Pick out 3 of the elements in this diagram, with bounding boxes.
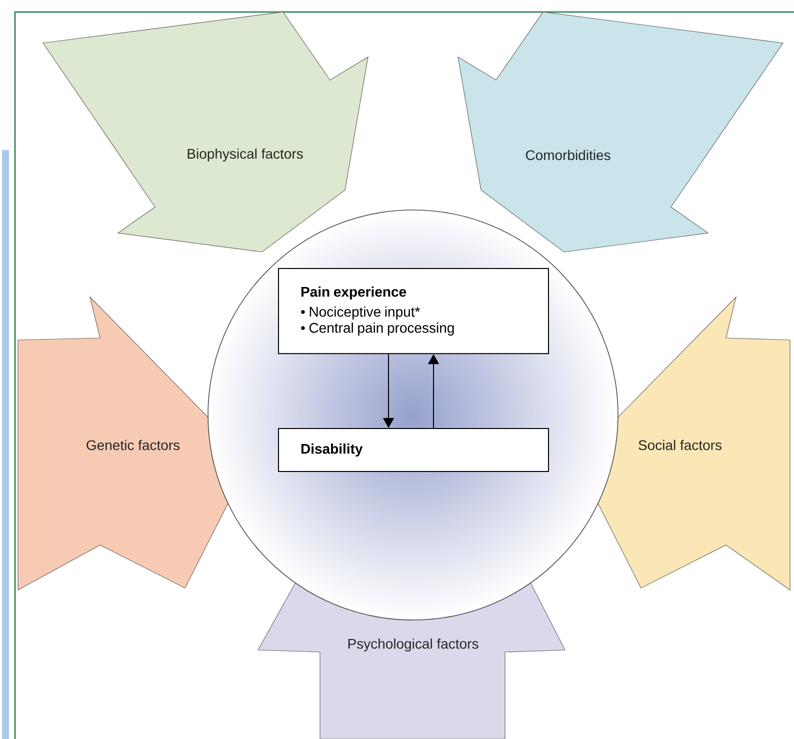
text-box: Disability <box>278 428 549 472</box>
circle <box>208 210 618 620</box>
text-box: Pain experience • Nociceptive input* • Central pain processing <box>278 268 549 354</box>
